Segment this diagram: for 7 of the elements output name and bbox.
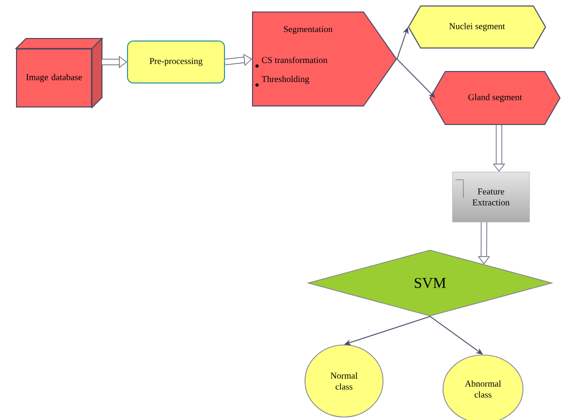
process-box: Pre-processing — [127, 40, 225, 84]
hexagon: Nuclei segment — [408, 6, 546, 48]
arrow — [396, 58, 436, 98]
process-box: Feature Extraction — [452, 172, 530, 222]
arrow — [224, 54, 252, 66]
hexagon: Gland segment — [429, 71, 561, 125]
segmentation-pentagon: Segmentation CS transformation Thresholding — [252, 12, 398, 106]
